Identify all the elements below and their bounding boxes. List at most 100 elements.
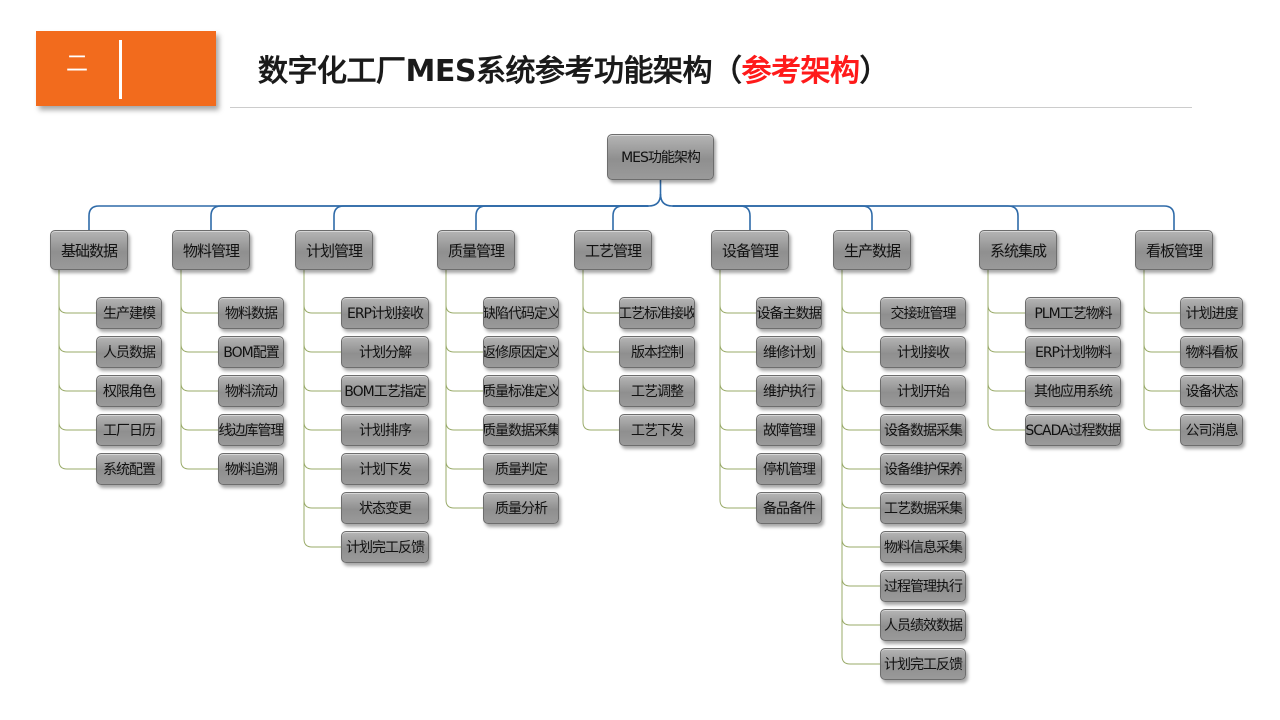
- item-connector: [582, 421, 619, 431]
- function-node: 工艺下发: [619, 414, 695, 446]
- item-connector: [445, 421, 483, 431]
- category-node: 生产数据: [833, 230, 911, 270]
- item-connector: [841, 343, 880, 353]
- function-node: 质量判定: [483, 453, 559, 485]
- trunk-line-left: [648, 193, 662, 207]
- item-connector: [303, 538, 341, 548]
- function-node: 物料流动: [218, 375, 284, 407]
- item-connector: [303, 382, 341, 392]
- item-connector: [180, 421, 218, 431]
- item-connector: [841, 538, 880, 548]
- item-connector: [987, 343, 1025, 353]
- item-connector: [180, 343, 218, 353]
- function-node: 工艺调整: [619, 375, 695, 407]
- item-connector: [445, 343, 483, 353]
- category-node: 设备管理: [711, 230, 789, 270]
- item-connector: [841, 382, 880, 392]
- function-node: 物料看板: [1180, 336, 1243, 368]
- function-node: 设备主数据: [756, 297, 822, 329]
- function-node: 生产建模: [96, 297, 162, 329]
- title-rule: [230, 107, 1192, 108]
- category-connector: [672, 205, 1019, 230]
- item-connector: [719, 304, 756, 314]
- section-number: 二: [66, 52, 89, 77]
- section-badge: [36, 31, 216, 106]
- function-node: 其他应用系统: [1025, 375, 1121, 407]
- function-node: 人员绩效数据: [880, 609, 966, 641]
- item-connector: [180, 382, 218, 392]
- item-connector: [303, 343, 341, 353]
- item-connector: [582, 343, 619, 353]
- item-connector: [303, 421, 341, 431]
- item-connector: [1143, 382, 1180, 392]
- function-node: 线边库管理: [218, 414, 284, 446]
- function-node: 质量标准定义: [483, 375, 559, 407]
- function-node: 工艺数据采集: [880, 492, 966, 524]
- item-connector: [58, 460, 96, 470]
- item-connector: [841, 655, 880, 665]
- item-connector: [841, 616, 880, 626]
- category-connector: [672, 205, 1175, 230]
- function-node: SCADA过程数据: [1025, 414, 1121, 446]
- function-node: PLM工艺物料: [1025, 297, 1121, 329]
- category-node: 质量管理: [437, 230, 515, 270]
- function-node: 设备维护保养: [880, 453, 966, 485]
- function-node: 公司消息: [1180, 414, 1243, 446]
- item-connector: [180, 460, 218, 470]
- item-connector: [58, 343, 96, 353]
- category-connector: [475, 205, 649, 230]
- function-node: BOM工艺指定: [341, 375, 429, 407]
- item-connector: [719, 382, 756, 392]
- page-title: 数字化工厂MES系统参考功能架构（参考架构）: [258, 46, 889, 90]
- item-connector: [303, 460, 341, 470]
- item-connector: [719, 421, 756, 431]
- item-connector: [180, 304, 218, 314]
- category-node: 物料管理: [172, 230, 250, 270]
- item-connector: [841, 460, 880, 470]
- item-connector: [445, 304, 483, 314]
- item-connector: [582, 382, 619, 392]
- item-connector: [1143, 343, 1180, 353]
- category-connector: [210, 205, 649, 230]
- category-connector: [672, 205, 873, 230]
- function-node: 计划开始: [880, 375, 966, 407]
- function-node: 维修计划: [756, 336, 822, 368]
- function-node: 缺陷代码定义: [483, 297, 559, 329]
- function-node: 计划排序: [341, 414, 429, 446]
- item-connector: [1143, 421, 1180, 431]
- item-connector: [841, 577, 880, 587]
- item-connector: [987, 304, 1025, 314]
- category-connector: [672, 205, 751, 230]
- function-node: 交接班管理: [880, 297, 966, 329]
- function-node: 计划进度: [1180, 297, 1243, 329]
- root-node: MES功能架构: [607, 134, 714, 180]
- item-connector: [445, 499, 483, 509]
- category-node: 计划管理: [295, 230, 373, 270]
- function-node: 物料追溯: [218, 453, 284, 485]
- function-node: 状态变更: [341, 492, 429, 524]
- trunk-line: [659, 180, 673, 207]
- function-node: 设备数据采集: [880, 414, 966, 446]
- function-node: 计划分解: [341, 336, 429, 368]
- function-node: 质量数据采集: [483, 414, 559, 446]
- function-node: 工厂日历: [96, 414, 162, 446]
- category-node: 系统集成: [979, 230, 1057, 270]
- item-connector: [719, 460, 756, 470]
- item-connector: [841, 304, 880, 314]
- function-node: 故障管理: [756, 414, 822, 446]
- category-connector: [333, 205, 649, 230]
- function-node: 返修原因定义: [483, 336, 559, 368]
- item-connector: [1143, 304, 1180, 314]
- category-connector: [612, 205, 649, 230]
- category-node: 看板管理: [1135, 230, 1213, 270]
- function-node: 计划完工反馈: [880, 648, 966, 680]
- function-node: 质量分析: [483, 492, 559, 524]
- function-node: 工艺标准接收: [619, 297, 695, 329]
- function-node: 物料数据: [218, 297, 284, 329]
- category-node: 工艺管理: [574, 230, 652, 270]
- function-node: 维护执行: [756, 375, 822, 407]
- function-node: 计划接收: [880, 336, 966, 368]
- category-node: 基础数据: [50, 230, 128, 270]
- function-node: 物料信息采集: [880, 531, 966, 563]
